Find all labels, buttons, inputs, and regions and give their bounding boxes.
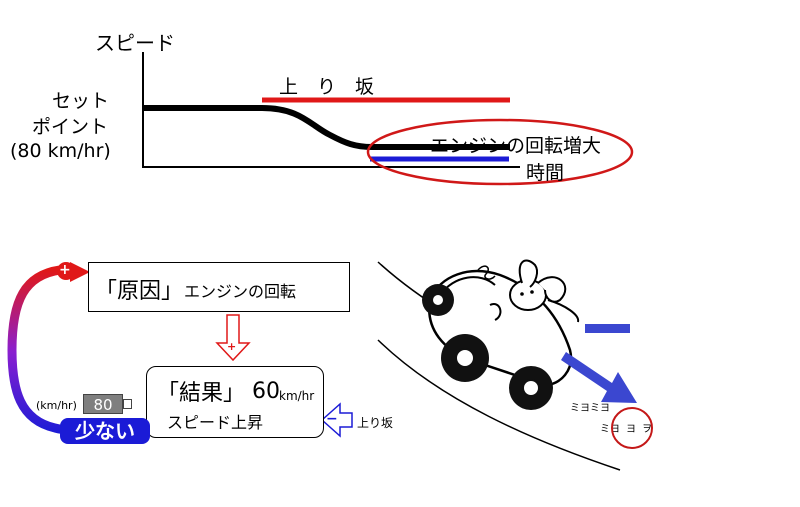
cause-text: エンジンの回転 (184, 282, 297, 301)
plus-circle (57, 262, 75, 280)
setpoint-label-3: (80 km/hr) (10, 140, 111, 162)
arrow-plus-sign: + (227, 340, 237, 353)
left-arrow-icon (320, 402, 353, 438)
gauge-unit: (km/hr) (36, 399, 77, 412)
y-axis-label: スピード (95, 31, 175, 55)
motion-squiggle (477, 265, 496, 280)
uphill-input-label: 上り坂 (357, 416, 394, 430)
x-axis-label: 時間 (526, 162, 565, 184)
loop-arrowhead (70, 262, 90, 282)
down-arrow-icon (215, 314, 251, 362)
road-edge-bottom (377, 339, 621, 471)
result-bracket-text: 「結果」 (157, 381, 246, 406)
gauge-value-display: 80 (83, 394, 123, 414)
minus-sign: − (326, 411, 338, 427)
steering-wheel (489, 303, 502, 321)
exhaust-marks-1: ミヨミヨ (570, 403, 610, 414)
setpoint-label-2: ポイント (32, 116, 109, 138)
engine-highlight-ellipse (366, 118, 634, 186)
uphill-label: 上 り 坂 (279, 76, 375, 98)
rabbit-ear-1 (518, 259, 539, 288)
down-right-arrow-icon (561, 352, 637, 403)
result-speed: 60 (252, 379, 280, 404)
cause-box: 「原因」 エンジンの回転 (88, 262, 350, 312)
cause-bracket-text: 「原因」 (95, 279, 184, 304)
result-box: 「結果」 60 km/hr スピード上昇 (146, 366, 324, 438)
low-label: 少ない (60, 418, 150, 444)
result-text: スピード上昇 (167, 413, 264, 432)
rabbit-ear-2 (537, 276, 567, 303)
plus-sign: + (59, 262, 71, 278)
result-unit: km/hr (279, 389, 315, 403)
exhaust-marks-2: ミヨ ヨ ヲ (600, 424, 652, 435)
exhaust-highlight-circle (611, 407, 653, 449)
engine-label: エンジンの回転増大 (430, 135, 602, 157)
speed-curve (143, 105, 510, 150)
rabbit-tail-ear (547, 299, 580, 323)
setpoint-label-1: セット (52, 90, 110, 112)
minus-bar (585, 324, 630, 333)
gauge-tip (123, 399, 132, 409)
